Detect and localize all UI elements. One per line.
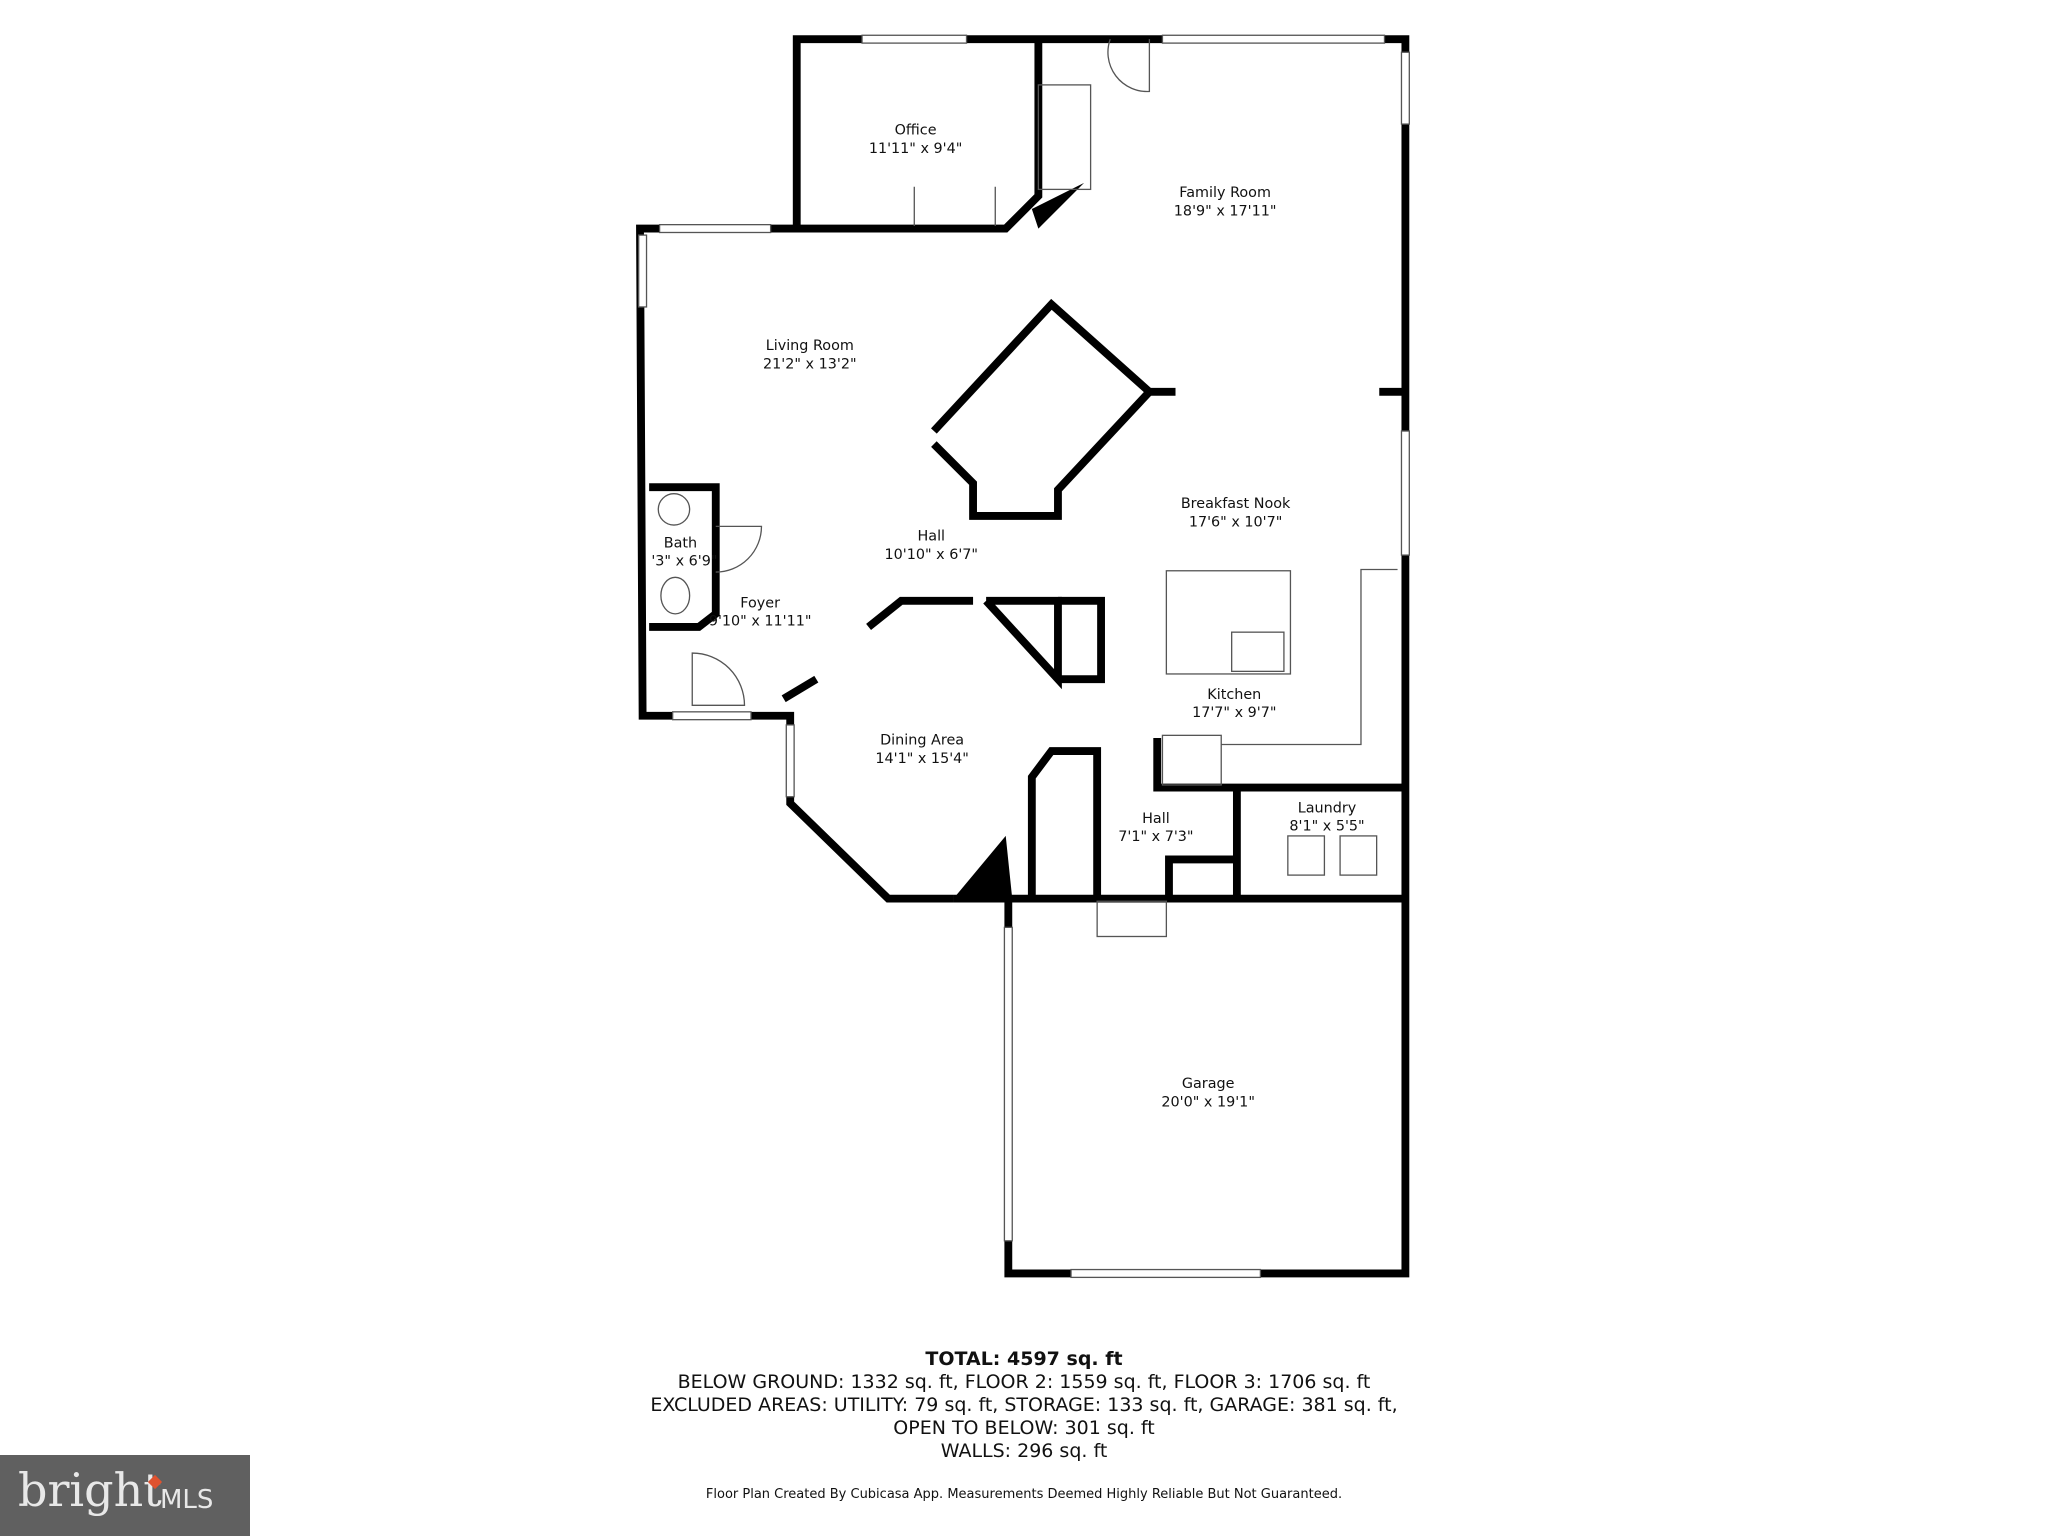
floor-areas: BELOW GROUND: 1332 sq. ft, FLOOR 2: 1559… [677,1371,1371,1393]
room-kitchen-size: 17'7" x 9'7" [1192,705,1276,721]
room-bath-name: Bath [664,535,697,551]
room-nook-name: Breakfast Nook [1181,496,1291,512]
room-office-name: Office [895,123,937,139]
room-hall-name: Hall [917,529,945,545]
bright-mls-logo: bright MLS [0,1455,250,1536]
room-hall-size: 10'10" x 6'7" [884,547,978,563]
logo-wordmark: bright [18,1463,162,1517]
room-family-name: Family Room [1179,185,1271,201]
room-kitchen-name: Kitchen [1207,687,1261,703]
room-living-size: 21'2" x 13'2" [763,356,857,372]
room-garage-size: 20'0" x 19'1" [1161,1094,1255,1110]
room-dining-size: 14'1" x 15'4" [875,751,969,767]
room-laundry-name: Laundry [1298,800,1357,816]
room-foyer-size: 9'10" x 11'11" [709,614,812,630]
excluded-areas: EXCLUDED AREAS: UTILITY: 79 sq. ft, STOR… [650,1394,1398,1416]
room-dining-name: Dining Area [880,732,964,748]
windows [638,34,1410,1279]
room-labels: Office 11'11" x 9'4" Family Room 18'9" x… [651,123,1364,1111]
room-hall2-name: Hall [1142,811,1170,827]
open-to-below: OPEN TO BELOW: 301 sq. ft [893,1417,1155,1439]
fixtures [657,38,1398,938]
walls-area: WALLS: 296 sq. ft [940,1440,1108,1462]
logo-suffix: MLS [160,1485,214,1515]
room-laundry-size: 8'1" x 5'5" [1289,819,1364,835]
area-summary: TOTAL: 4597 sq. ft BELOW GROUND: 1332 sq… [0,1348,2048,1506]
room-garage-name: Garage [1182,1076,1235,1092]
room-office-size: 11'11" x 9'4" [869,141,963,157]
room-foyer-name: Foyer [740,595,780,611]
room-hall2-size: 7'1" x 7'3" [1118,829,1193,845]
room-nook-size: 17'6" x 10'7" [1189,514,1283,530]
room-living-name: Living Room [766,338,854,354]
credit-note: Floor Plan Created By Cubicasa App. Meas… [705,1487,1343,1502]
total-area: TOTAL: 4597 sq. ft [925,1348,1123,1370]
room-family-size: 18'9" x 17'11" [1174,204,1277,220]
room-bath-size: '3" x 6'9" [651,554,717,570]
